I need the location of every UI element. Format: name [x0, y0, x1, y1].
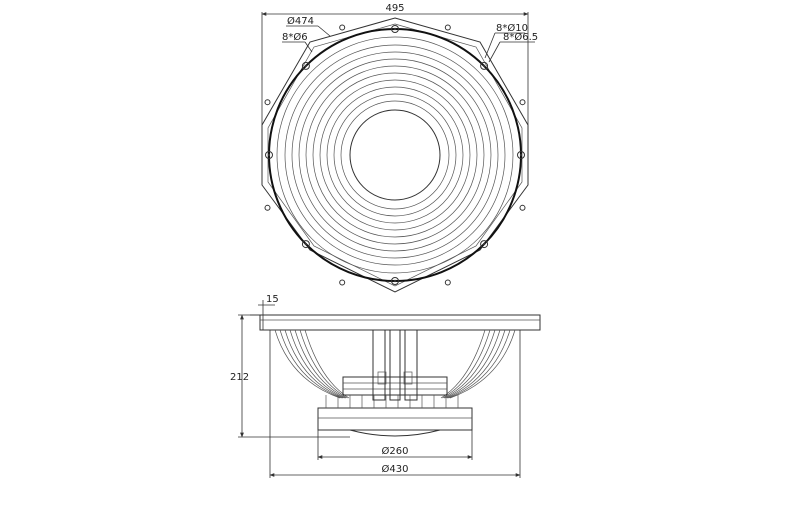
surround-ring: [312, 72, 478, 238]
mounting-hole: [265, 151, 273, 159]
surround-ring: [305, 65, 485, 245]
dim-overall-width: 495: [261, 3, 529, 150]
frame-hole: [519, 204, 526, 211]
mounting-hole: [517, 151, 525, 159]
dim-basket-diameter: Ø430: [269, 330, 521, 478]
frame-hole: [444, 24, 451, 31]
dim-overall-depth-label: 212: [230, 372, 249, 383]
dim-holes-large: 8*Ø10 8*Ø6.5: [484, 22, 538, 63]
surround-rings: [276, 36, 514, 274]
mounting-hole: [480, 61, 489, 70]
mounting-hole: [391, 25, 399, 33]
frame-hole: [339, 24, 346, 31]
side-view: 15 212 Ø260 Ø430: [230, 294, 541, 478]
bolt-circle: [268, 28, 522, 282]
dim-overall-depth: 212: [230, 314, 350, 438]
dim-basket-diameter-label: Ø430: [382, 463, 409, 475]
surround-ring: [319, 79, 471, 231]
dim-flange-thickness: 15: [250, 294, 279, 330]
top-view: 495 Ø474 8*Ø6 8*Ø10 8*Ø6.5: [261, 3, 538, 293]
dim-holes-medium-label: 8*Ø6.5: [503, 31, 538, 43]
surround-ring: [333, 93, 457, 217]
mounting-hole: [301, 61, 310, 70]
dim-flange-thickness-label: 15: [266, 294, 279, 305]
dim-bolt-circle: Ø474: [286, 15, 331, 37]
dim-holes-small-label: 8*Ø6: [282, 31, 308, 43]
mounting-flange: [259, 314, 541, 331]
dim-magnet-diameter: Ø260: [317, 430, 473, 460]
surround-ring: [340, 100, 450, 210]
mounting-hole: [391, 277, 399, 285]
frame-hole: [264, 204, 271, 211]
frame-hole: [264, 99, 271, 106]
surround-ring: [284, 44, 506, 266]
dust-cap: [349, 109, 441, 201]
frame-outline: [261, 17, 529, 293]
pole-piece: [372, 329, 418, 401]
mounting-hole: [480, 240, 489, 249]
surround-ring: [291, 51, 499, 259]
motor-assembly: [317, 376, 473, 437]
surround-ring: [298, 58, 492, 252]
mounting-holes: [264, 24, 526, 286]
dim-overall-width-label: 495: [385, 3, 404, 14]
dim-holes-large-label: 8*Ø10: [496, 22, 528, 34]
mounting-hole: [301, 240, 310, 249]
dim-holes-small: 8*Ø6: [282, 31, 313, 53]
surround-ring: [276, 36, 514, 274]
basket-frame: [274, 329, 516, 399]
frame-hole: [444, 279, 451, 286]
dim-bolt-circle-label: Ø474: [287, 15, 314, 27]
frame-hole: [519, 99, 526, 106]
surround-ring: [326, 86, 464, 224]
dim-magnet-diameter-label: Ø260: [382, 445, 409, 457]
frame-hole: [339, 279, 346, 286]
